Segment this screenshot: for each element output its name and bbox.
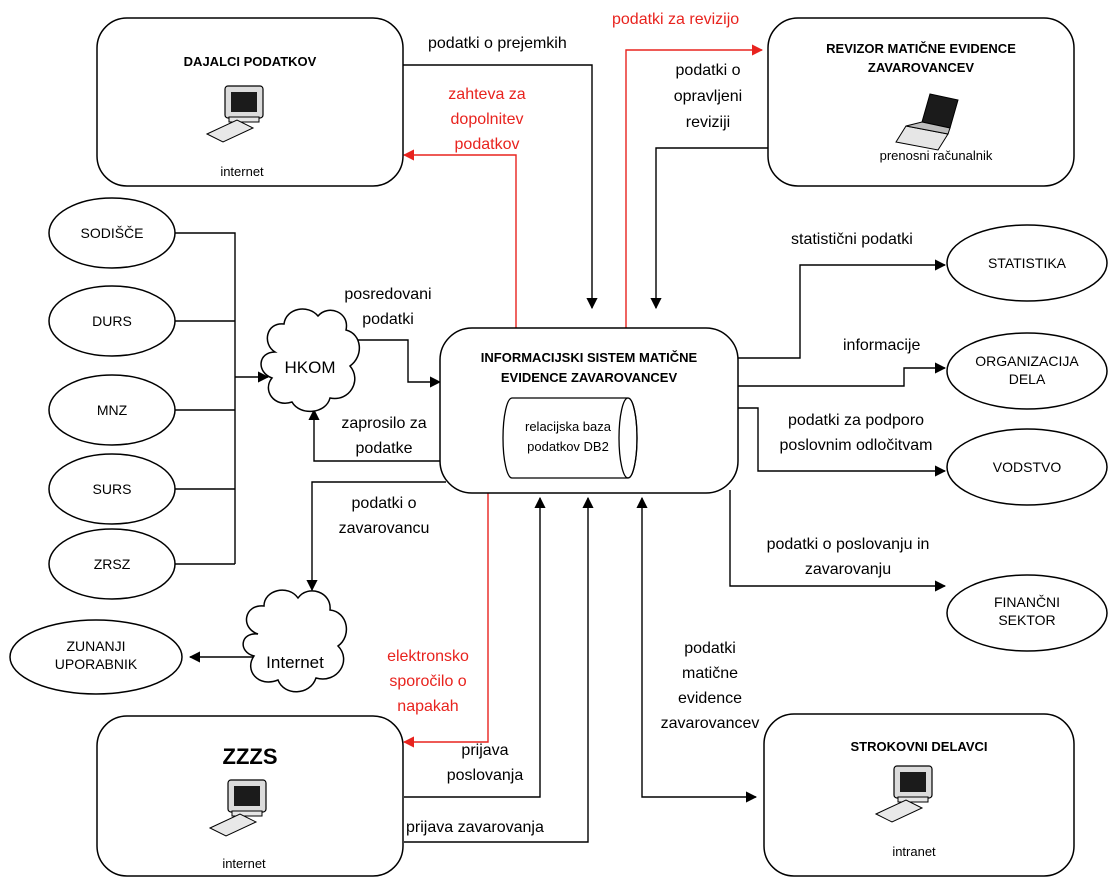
- revizor-caption: prenosni računalnik: [880, 148, 993, 163]
- edge-zahteva: [402, 149, 517, 328]
- edge-zavarovancu: [306, 481, 446, 592]
- label-elektronsko-2: sporočilo o: [389, 673, 466, 690]
- durs-label: DURS: [92, 313, 132, 329]
- edge-maticne: [636, 496, 758, 803]
- label-opravljeni-3: reviziji: [686, 114, 730, 131]
- revizor-title-1: REVIZOR MATIČNE EVIDENCE: [826, 41, 1016, 56]
- organizacija-label-2: DELA: [1009, 371, 1046, 387]
- label-prejemki: podatki o prejemkih: [428, 35, 567, 52]
- sodisce-label: SODIŠČE: [80, 225, 143, 241]
- ellipse-financni: [946, 574, 1108, 652]
- edge-revizija: [625, 44, 764, 328]
- ellipse-durs: [48, 285, 176, 357]
- label-statisticni: statistični podatki: [791, 231, 913, 248]
- ellipse-statistika: [946, 224, 1108, 302]
- ellipse-surs: [48, 453, 176, 525]
- edge-prejemki: [403, 64, 598, 310]
- label-zavarovancu-2: zavarovancu: [339, 520, 430, 537]
- zrsz-label: ZRSZ: [94, 556, 131, 572]
- label-opravljeni-1: podatki o: [676, 62, 741, 79]
- left-sources: SODIŠČE DURS MNZ SURS ZRSZ: [48, 197, 176, 600]
- label-podpora-2: poslovnim odločitvam: [780, 437, 933, 454]
- label-podpora-1: podatki za podporo: [788, 412, 924, 429]
- internet-label: Internet: [266, 653, 324, 672]
- box-strokovni-delavci: STROKOVNI DELAVCI intranet: [763, 713, 1075, 877]
- label-zahteva-1: zahteva za: [448, 86, 525, 103]
- financni-label-2: SEKTOR: [998, 612, 1055, 628]
- zunanji-label-2: UPORABNIK: [55, 656, 138, 672]
- database-cylinder: [502, 397, 638, 479]
- dajalci-title: DAJALCI PODATKOV: [184, 54, 317, 69]
- label-prijava-zavarovanja: prijava zavarovanja: [406, 819, 544, 836]
- label-maticne-3: evidence: [678, 690, 742, 707]
- hkom-label: HKOM: [285, 358, 336, 377]
- edge-informacije: [738, 362, 947, 387]
- zzzs-caption: internet: [222, 856, 266, 871]
- label-zahteva-3: podatkov: [455, 136, 520, 153]
- mnz-label: MNZ: [97, 402, 128, 418]
- box-dajalci-podatkov: DAJALCI PODATKOV internet: [96, 17, 404, 187]
- edge-prijava-poslovanja: [404, 496, 546, 798]
- surs-label: SURS: [93, 481, 132, 497]
- box-revizor: REVIZOR MATIČNE EVIDENCE ZAVAROVANCEV pr…: [767, 17, 1075, 187]
- db-line-1: relacijska baza: [525, 419, 612, 434]
- financni-label-1: FINANČNI: [994, 594, 1060, 610]
- label-prijava-poslovanja-1: prijava: [461, 742, 508, 759]
- label-poslovanju-2: zavarovanju: [805, 561, 891, 578]
- label-prijava-poslovanja-2: poslovanja: [447, 767, 524, 784]
- label-posredovani-2: podatki: [362, 311, 414, 328]
- box-zzzs: ZZZS internet: [96, 715, 404, 877]
- dajalci-caption: internet: [220, 164, 264, 179]
- edge-statisticni: [738, 259, 947, 359]
- edge-elektronsko: [402, 491, 489, 748]
- label-revizija: podatki za revizijo: [612, 11, 739, 28]
- laptop-icon: [895, 93, 959, 151]
- zzzs-title: ZZZS: [223, 744, 278, 769]
- vodstvo-label: VODSTVO: [993, 459, 1062, 475]
- label-zahteva-2: dopolnitev: [451, 111, 524, 128]
- revizor-title-2: ZAVAROVANCEV: [868, 60, 975, 75]
- ellipse-vodstvo: [946, 428, 1108, 506]
- ellipse-sodisce: [48, 197, 176, 269]
- edge-posredovani: [358, 339, 442, 388]
- edge-opravljeni: [650, 147, 768, 310]
- label-opravljeni-2: opravljeni: [674, 88, 742, 105]
- box-informacijski-sistem: INFORMACIJSKI SISTEM MATIČNE EVIDENCE ZA…: [439, 327, 739, 494]
- label-maticne-4: zavarovancev: [661, 715, 760, 732]
- label-elektronsko-3: napakah: [397, 698, 458, 715]
- right-targets: STATISTIKA ORGANIZACIJA DELA VODSTVO FIN…: [9, 224, 1108, 695]
- edge-zaprosilo: [308, 408, 443, 462]
- system-title-2: EVIDENCE ZAVAROVANCEV: [501, 370, 678, 385]
- cloud-internet: Internet: [242, 589, 348, 693]
- ellipse-zrsz: [48, 528, 176, 600]
- edges: [175, 44, 947, 843]
- edge-labels: podatki o prejemkih podatki za revizijo …: [339, 11, 933, 836]
- cloud-hkom: HKOM: [260, 308, 360, 412]
- strokovni-title: STROKOVNI DELAVCI: [851, 739, 988, 754]
- ellipse-zunanji: [9, 619, 183, 695]
- zunanji-label-1: ZUNANJI: [66, 638, 125, 654]
- edge-podpora: [738, 407, 947, 477]
- ellipse-organizacija: [946, 332, 1108, 410]
- edge-sodisce: [175, 232, 236, 564]
- edge-prijava-zavarovanja: [404, 496, 594, 843]
- ellipse-mnz: [48, 374, 176, 446]
- organizacija-label-1: ORGANIZACIJA: [975, 353, 1079, 369]
- label-maticne-1: podatki: [684, 640, 736, 657]
- statistika-label: STATISTIKA: [988, 255, 1067, 271]
- label-posredovani-1: posredovani: [344, 286, 431, 303]
- strokovni-caption: intranet: [892, 844, 936, 859]
- label-zaprosilo-2: podatke: [356, 440, 413, 457]
- db-line-2: podatkov DB2: [527, 439, 609, 454]
- label-zaprosilo-1: zaprosilo za: [341, 415, 426, 432]
- label-poslovanju-1: podatki o poslovanju in: [767, 536, 930, 553]
- label-informacije: informacije: [843, 337, 920, 354]
- system-title-1: INFORMACIJSKI SISTEM MATIČNE: [481, 350, 698, 365]
- label-elektronsko-1: elektronsko: [387, 648, 469, 665]
- label-maticne-2: matične: [682, 665, 738, 682]
- label-zavarovancu-1: podatki o: [352, 495, 417, 512]
